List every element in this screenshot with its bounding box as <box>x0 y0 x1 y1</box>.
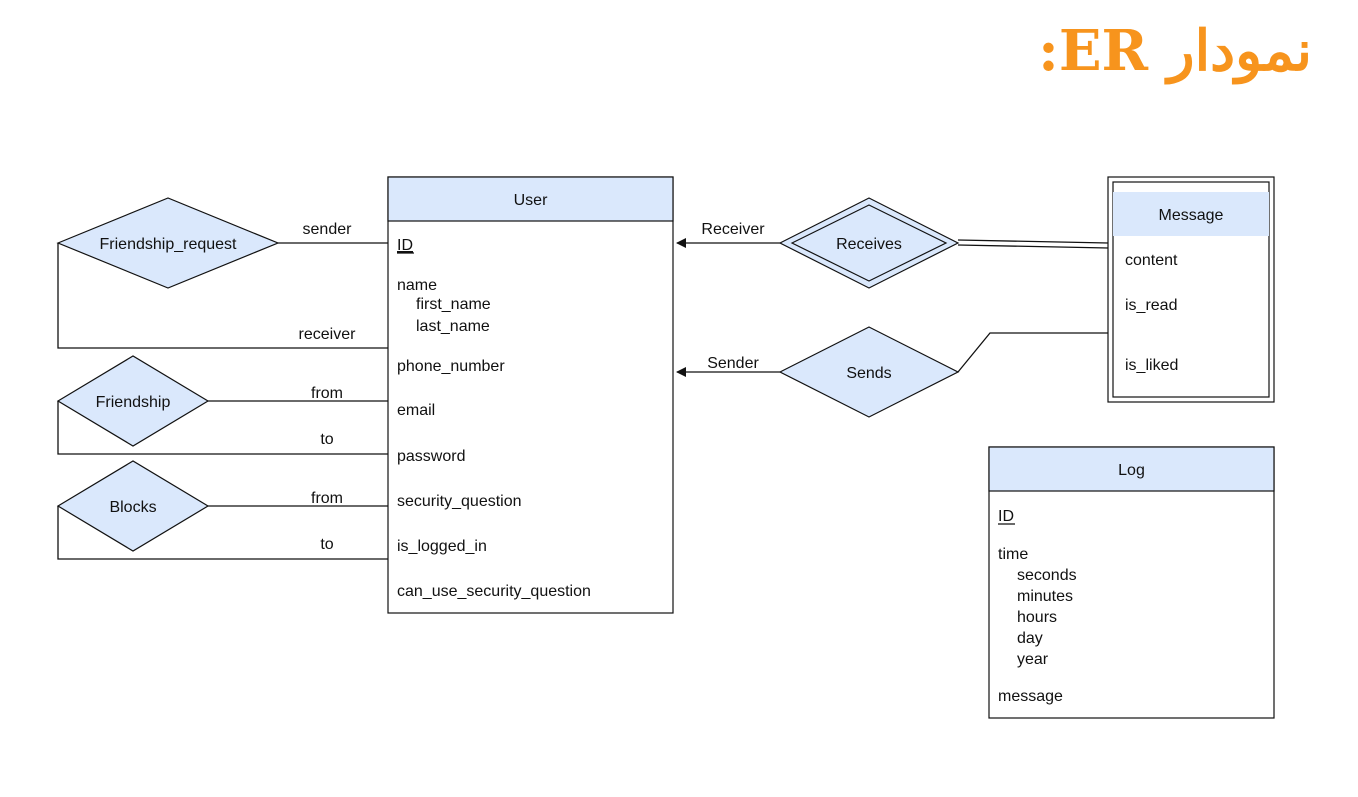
role-label-receiver-arrow: Receiver <box>701 221 765 238</box>
relationship-sends: Sends <box>778 326 960 418</box>
entity-user-title: User <box>514 192 548 209</box>
relationship-friendship-label: Friendship <box>96 394 171 411</box>
log-seconds-attr: seconds <box>1017 567 1077 584</box>
relationship-blocks-label: Blocks <box>109 499 156 516</box>
user-email-attr: email <box>397 402 435 419</box>
user-id-key: ID <box>397 237 413 254</box>
receives-double-line-b <box>957 244 1109 249</box>
role-label-blocks-from: from <box>311 490 343 507</box>
user-security-question-attr: security_question <box>397 493 522 510</box>
blocks-to-line <box>57 506 388 560</box>
log-minutes-attr: minutes <box>1017 588 1073 605</box>
entity-message: Message content is_read is_liked <box>1107 176 1275 403</box>
relationship-receives-label: Receives <box>836 236 902 253</box>
user-is-logged-in-attr: is_logged_in <box>397 538 487 555</box>
message-is-liked-attr: is_liked <box>1125 357 1178 374</box>
relationship-blocks: Blocks <box>56 460 210 552</box>
user-password-attr: password <box>397 448 465 465</box>
entity-user: User ID name first_name last_name phone_… <box>387 176 674 614</box>
relationship-friendship: Friendship <box>56 355 210 447</box>
message-is-read-attr: is_read <box>1125 297 1177 314</box>
role-label-blocks-to: to <box>320 536 333 553</box>
log-message-attr: message <box>998 688 1063 705</box>
role-label-friendship-from: from <box>311 385 343 402</box>
relationship-friendship-request-label: Friendship_request <box>100 236 238 253</box>
user-last-name-attr: last_name <box>416 318 490 335</box>
role-label-sender: sender <box>303 221 353 238</box>
role-label-sender-arrow: Sender <box>707 355 759 372</box>
receives-double-line-a <box>957 239 1109 244</box>
relationship-receives: Receives <box>778 197 960 289</box>
entity-log-title: Log <box>1118 462 1145 479</box>
user-phone-number-attr: phone_number <box>397 358 505 375</box>
log-time-attr: time <box>998 546 1028 563</box>
relationship-friendship-request: Friendship_request <box>56 197 280 289</box>
user-first-name-attr: first_name <box>416 296 491 313</box>
role-label-friendship-to: to <box>320 431 333 448</box>
user-name-attr: name <box>397 277 437 294</box>
user-can-use-security-question-attr: can_use_security_question <box>397 583 591 600</box>
friendship-to-line <box>57 401 388 455</box>
sends-message-line <box>957 332 1108 373</box>
log-day-attr: day <box>1017 630 1043 647</box>
relationship-sends-label: Sends <box>846 365 891 382</box>
page-title: نمودار ER: <box>1038 18 1312 84</box>
friendship-request-receiver-line <box>57 243 388 349</box>
message-content-attr: content <box>1125 252 1178 269</box>
entity-message-title: Message <box>1159 207 1224 224</box>
log-id-key: ID <box>998 508 1014 525</box>
log-year-attr: year <box>1017 651 1049 668</box>
log-hours-attr: hours <box>1017 609 1057 626</box>
role-label-receiver: receiver <box>299 326 357 343</box>
entity-log: Log ID time seconds minutes hours day ye… <box>988 446 1275 719</box>
